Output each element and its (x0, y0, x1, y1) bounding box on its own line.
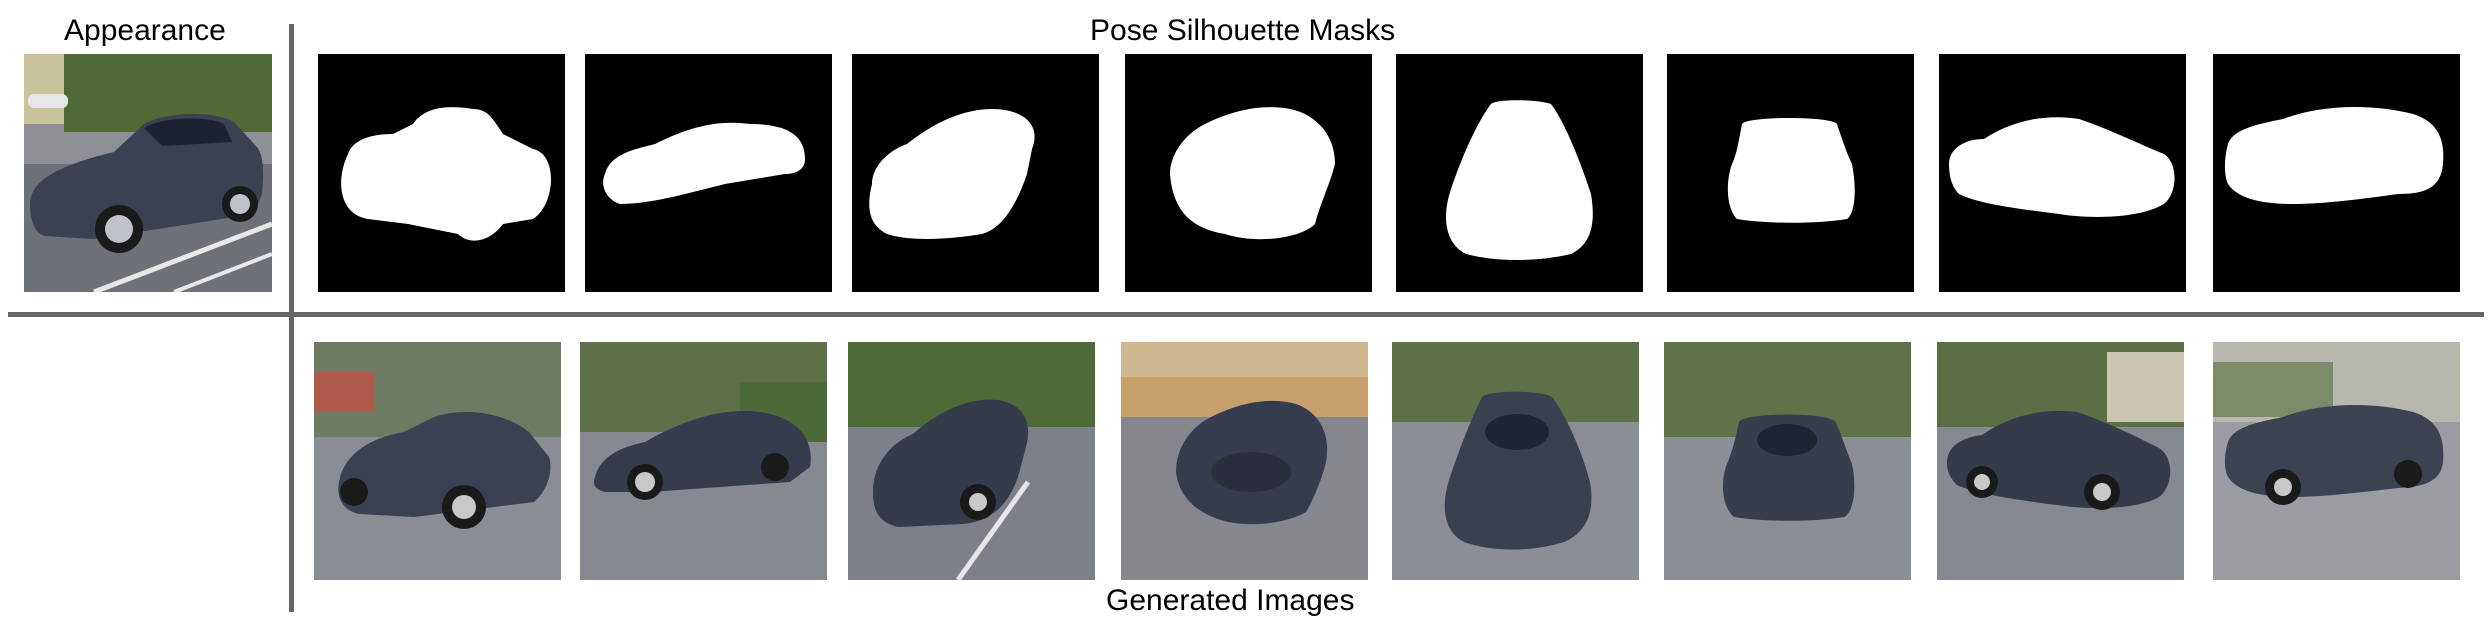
appearance-label: Appearance (64, 14, 226, 47)
pose-mask-4 (1125, 54, 1372, 292)
generated-image-2 (580, 342, 827, 580)
pose-mask-6 (1667, 54, 1914, 292)
generated-image-1 (314, 342, 561, 580)
vertical-divider (289, 24, 294, 612)
pose-silhouette-masks-label: Pose Silhouette Masks (1090, 14, 1396, 47)
generated-image-8 (2213, 342, 2460, 580)
pose-mask-2 (585, 54, 832, 292)
appearance-image (24, 54, 272, 292)
horizontal-divider (8, 312, 2484, 317)
pose-mask-5 (1396, 54, 1643, 292)
generated-image-3 (848, 342, 1095, 580)
pose-mask-3 (852, 54, 1099, 292)
pose-mask-1 (318, 54, 565, 292)
generated-image-4 (1121, 342, 1368, 580)
generated-images-label: Generated Images (1106, 584, 1355, 617)
generated-image-5 (1392, 342, 1639, 580)
generated-image-6 (1664, 342, 1911, 580)
generated-image-7 (1937, 342, 2184, 580)
pose-mask-8 (2213, 54, 2460, 292)
pose-mask-7 (1939, 54, 2186, 292)
